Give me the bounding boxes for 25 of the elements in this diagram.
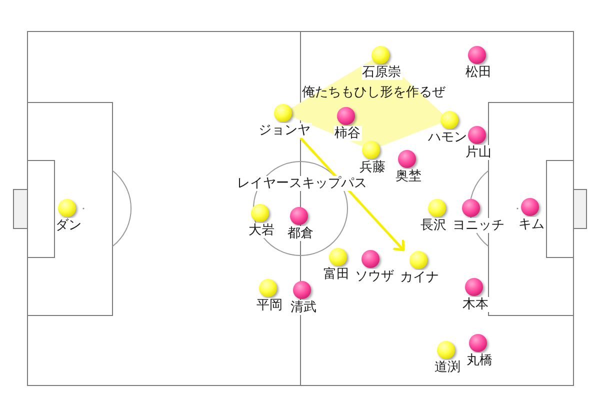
player-name: 松田: [464, 65, 492, 80]
player-name: 大岩: [248, 223, 276, 238]
player-name: ジョンヤ: [258, 123, 312, 138]
edge-label: レイヤースキップパス: [236, 176, 368, 191]
formation-caption: 俺たちもひし形を作るぜ: [302, 85, 445, 100]
player-name: 道渕: [434, 360, 462, 375]
player-name: ハモン: [427, 130, 468, 145]
player-name: 丸橋: [466, 353, 494, 368]
player-name: ヨニッチ: [452, 218, 506, 233]
player-name: カイナ: [399, 270, 440, 285]
player-name: 長沢: [420, 218, 448, 233]
player-name: 柿谷: [334, 126, 362, 141]
player-name: ダン: [54, 218, 82, 233]
player-name: 都倉: [286, 226, 314, 241]
player-name: 木本: [462, 297, 490, 312]
player-name: 兵藤: [358, 160, 386, 175]
player-name: 片山: [464, 145, 492, 160]
player-name: キム: [518, 217, 546, 232]
player-name: 平岡: [256, 298, 284, 313]
player-name: 奥埜: [394, 169, 422, 184]
player-name: ソウザ: [354, 269, 395, 284]
player-name: 富田: [322, 267, 350, 282]
pass-arrow: [300, 137, 405, 252]
player-name: 清武: [290, 300, 318, 315]
player-name: 石原崇: [361, 65, 402, 80]
